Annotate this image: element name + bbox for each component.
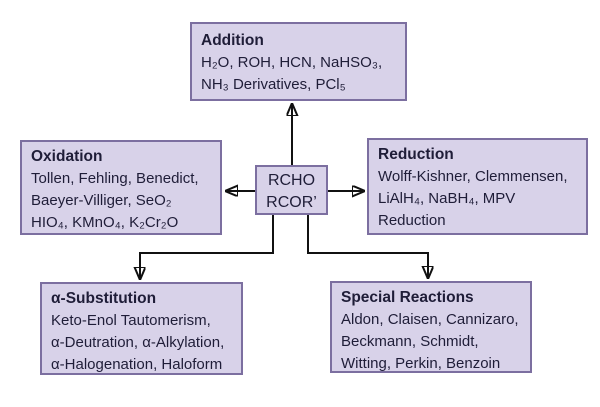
box-special-reactions-line: Witting, Perkin, Benzoin xyxy=(341,355,501,372)
center-formula: RCOR’ xyxy=(266,194,317,211)
box-reduction-line: LiAlH₄, NaBH₄, MPV xyxy=(378,190,516,207)
box-oxidation-line: HIO₄, KMnO₄, K₂Cr₂O xyxy=(31,214,179,231)
box-special-reactions-line: Beckmann, Schmidt, xyxy=(341,333,479,350)
box-addition-line: NH₃ Derivatives, PCl₅ xyxy=(201,76,346,93)
box-special-reactions-line: Aldon, Claisen, Cannizaro, xyxy=(341,311,519,328)
box-oxidation-line: Tollen, Fehling, Benedict, xyxy=(31,170,199,187)
box-reduction: Reduction Wolff-Kishner, Clemmensen, LiA… xyxy=(367,138,588,235)
box-alpha-substitution: α-Substitution Keto-Enol Tautomerism, α-… xyxy=(40,282,243,375)
box-alpha-substitution-line: α-Halogenation, Haloform xyxy=(51,356,223,373)
box-center-substrate: RCHO RCOR’ xyxy=(255,165,328,215)
box-reduction-title: Reduction xyxy=(378,146,454,163)
box-alpha-substitution-line: Keto-Enol Tautomerism, xyxy=(51,312,211,329)
box-oxidation-title: Oxidation xyxy=(31,148,103,165)
box-addition-line: H₂O, ROH, HCN, NaHSO₃, xyxy=(201,54,383,71)
box-alpha-substitution-title: α-Substitution xyxy=(51,290,157,307)
box-addition-title: Addition xyxy=(201,32,264,49)
box-special-reactions: Special Reactions Aldon, Claisen, Canniz… xyxy=(330,281,532,373)
box-oxidation: Oxidation Tollen, Fehling, Benedict, Bae… xyxy=(20,140,222,235)
box-reduction-line: Reduction xyxy=(378,212,446,229)
center-formula: RCHO xyxy=(267,172,316,189)
box-reduction-line: Wolff-Kishner, Clemmensen, xyxy=(378,168,568,185)
box-oxidation-line: Baeyer-Villiger, SeO₂ xyxy=(31,192,172,209)
box-special-reactions-title: Special Reactions xyxy=(341,289,474,306)
box-alpha-substitution-line: α-Deutration, α-Alkylation, xyxy=(51,334,225,351)
box-addition: Addition H₂O, ROH, HCN, NaHSO₃, NH₃ Deri… xyxy=(190,22,407,101)
